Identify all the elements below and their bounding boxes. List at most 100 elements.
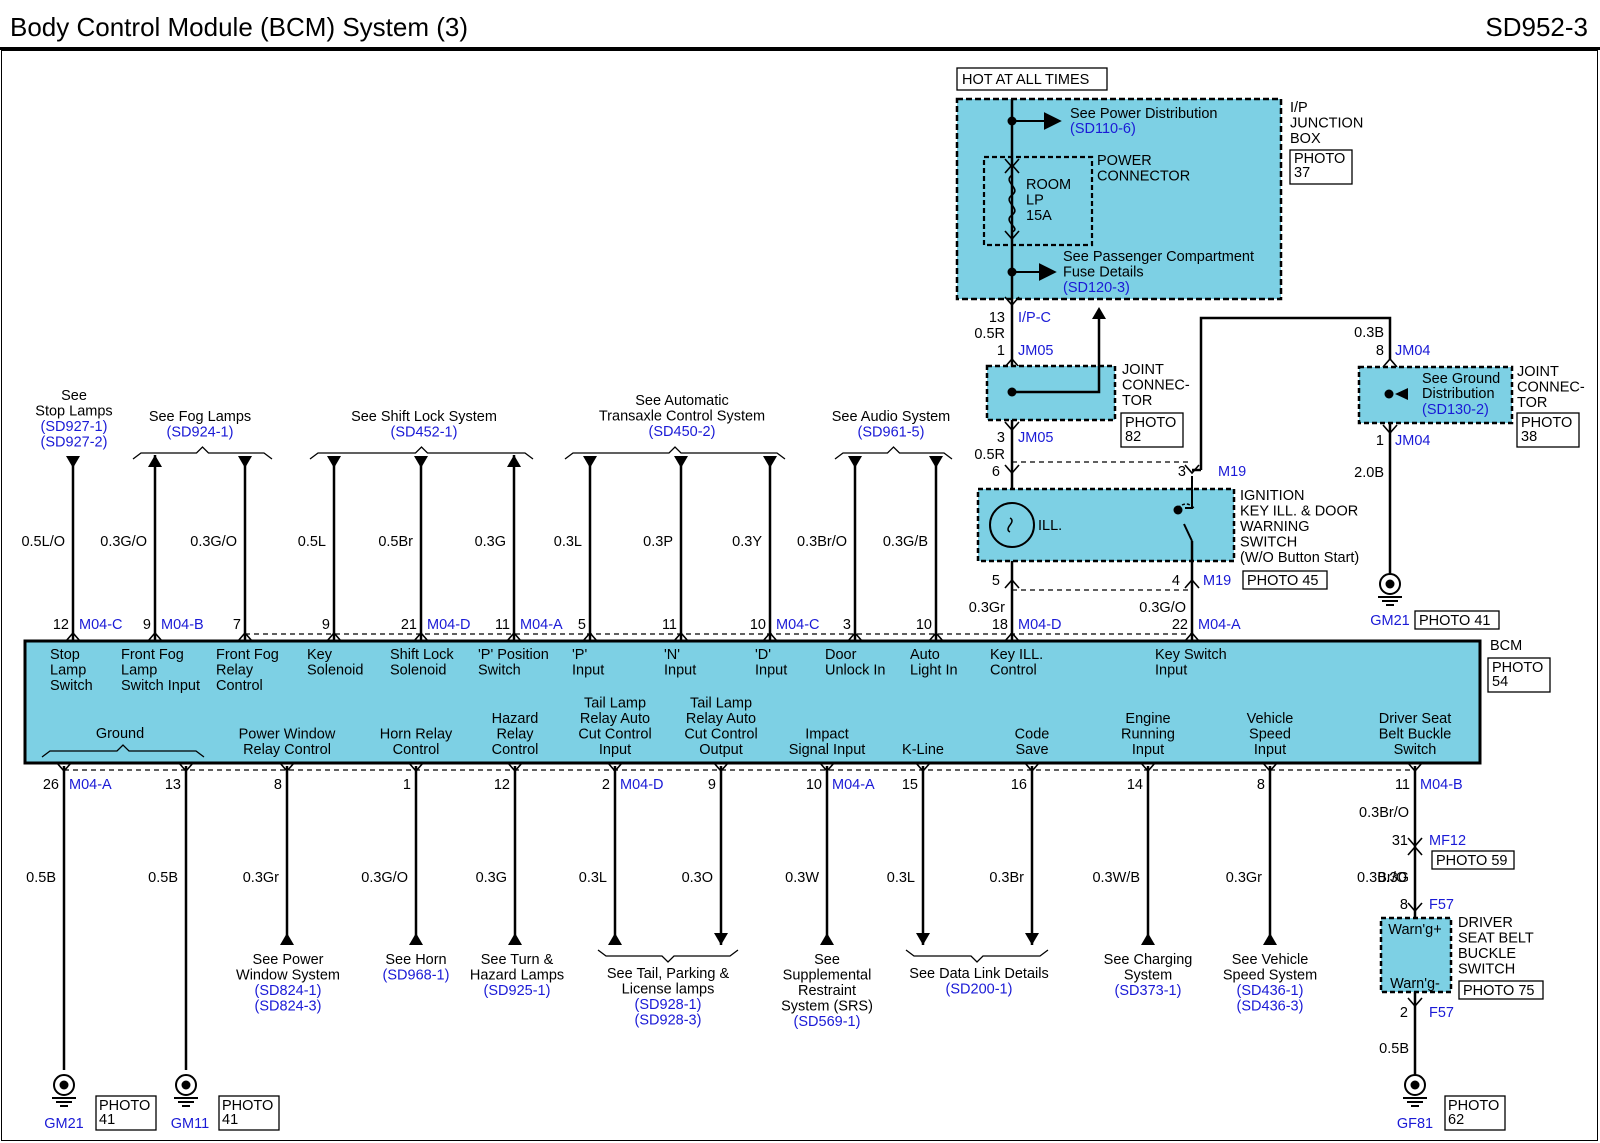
bottom-ref-code-turn: (SD925-1) <box>484 983 551 999</box>
ground-gf81-symbol-center <box>1410 1080 1420 1090</box>
top-ref-text-fog: See Fog Lamps <box>149 409 251 425</box>
ip-junction-box-label: BOX <box>1290 131 1321 147</box>
wire-03go: 0.3G/O <box>1139 600 1186 616</box>
seatbelt-f57-bot: F57 <box>1429 1005 1454 1021</box>
top-chev-6 <box>582 631 598 642</box>
top-wire-arrow-0 <box>66 456 80 468</box>
ign-photo-label: PHOTO 45 <box>1247 573 1318 589</box>
ignition-switch-label: KEY ILL. & DOOR <box>1240 504 1358 520</box>
pin-3-jm05: 3 <box>997 430 1005 446</box>
bottom-wire-color-1: 0.5B <box>148 870 178 886</box>
bottom-ref-text-srs: System (SRS) <box>781 999 873 1015</box>
key-ill-lamp-symbol <box>989 502 1035 548</box>
wire-20b: 2.0B <box>1354 465 1384 481</box>
top-chev-4 <box>413 631 429 642</box>
bcm-bottom-label-2: Relay Control <box>243 742 331 758</box>
bottom-ref-text-turn: Hazard Lamps <box>470 968 564 984</box>
bcm-top-label-8: Input <box>755 663 787 679</box>
bottom-wire-arrow-8 <box>916 933 930 945</box>
bottom-conn-7: M04-A <box>832 777 875 793</box>
bcm-top-label-9: Unlock In <box>825 663 885 679</box>
ground-gm21-symbol-center <box>59 1080 69 1090</box>
fuse-room-lp-label: 15A <box>1026 208 1052 224</box>
bottom-ref-text-turn: See Turn & <box>481 952 554 968</box>
jm05-branch-arrow <box>1092 307 1106 319</box>
fuse-room-lp-symbol <box>1008 174 1016 233</box>
bottom-ref-text-pw: Window System <box>236 968 340 984</box>
seatbelt-warn-minus: Warn'g- <box>1390 976 1440 992</box>
bcm-name: BCM <box>1490 638 1522 654</box>
ground-gm21-photo: PHOTO <box>99 1098 150 1114</box>
hot-at-all-times-label: HOT AT ALL TIMES <box>962 72 1089 88</box>
brace-fog <box>132 446 273 460</box>
bottom-conn-5: M04-D <box>620 777 664 793</box>
jm04-chev-top <box>1382 357 1398 368</box>
ip-junction-box-label: I/P <box>1290 100 1308 116</box>
bcm-bottom-label-6: Relay Auto <box>686 711 756 727</box>
bottom-ref-code-horn: (SD968-1) <box>383 968 450 984</box>
top-ref-code-auto: (SD450-2) <box>649 424 716 440</box>
ignition-switch-label: WARNING <box>1240 519 1310 535</box>
wire-05r-top: 0.5R <box>974 326 1005 342</box>
jm04-photo-label: PHOTO <box>1521 415 1572 431</box>
bcm-top-label-12: Input <box>1155 663 1187 679</box>
ground-gm11-photo: 41 <box>222 1112 238 1128</box>
bottom-wire-arrow-2 <box>280 933 294 945</box>
jbox-photo-label: 37 <box>1294 165 1310 181</box>
m19-chev-3 <box>1184 464 1200 475</box>
top-wire-arrow-1 <box>148 455 162 467</box>
bcm-bottom-label-6: Cut Control <box>684 727 757 743</box>
bottom-wire-color-3: 0.3G/O <box>361 870 408 886</box>
top-wire-arrow-6 <box>583 456 597 468</box>
top-ref-text-audio: See Audio System <box>832 409 951 425</box>
bottom-pin-1: 13 <box>165 777 181 793</box>
bottom-ref-text-srs: Restraint <box>798 983 856 999</box>
bcm-top-label-7: Input <box>664 663 696 679</box>
seatbelt-photo75-box <box>1458 980 1544 1000</box>
top-chev-10 <box>928 631 944 642</box>
bcm-bottom-label-10: Engine <box>1125 711 1170 727</box>
top-wire-color-8: 0.3Y <box>732 534 762 550</box>
top-chev-3 <box>326 631 342 642</box>
bcm-top-label-2: Control <box>216 678 263 694</box>
bcm-top-label-6: 'P' <box>572 647 587 663</box>
bottom-pin-2: 8 <box>274 777 282 793</box>
bcm-bottom-label-0: Ground <box>96 726 144 742</box>
fuse-chev-top2 <box>1004 163 1020 174</box>
ground-gf81-photo: PHOTO <box>1448 1098 1499 1114</box>
seatbelt-f57-top: F57 <box>1429 897 1454 913</box>
bottom-ref-code-chg: (SD373-1) <box>1115 983 1182 999</box>
bottom-wire-arrow-7 <box>820 933 834 945</box>
diagram-code: SD952-3 <box>1485 12 1588 42</box>
bottom-ref-text-vss: See Vehicle <box>1232 952 1309 968</box>
jm05-chev-bot <box>1004 421 1020 432</box>
pin-3-m19: 3 <box>1178 464 1186 480</box>
jm05-photo-label: PHOTO <box>1125 415 1176 431</box>
top-conn-4: M04-D <box>427 617 471 633</box>
bottom-ref-text-chg: System <box>1124 968 1172 984</box>
m19-chev-5 <box>1004 578 1020 589</box>
seatbelt-switch-box <box>1379 916 1453 994</box>
bcm-bottom-label-9: Code <box>1015 727 1050 743</box>
ground-gm11-label: GM11 <box>171 1116 209 1132</box>
pin-1-jm05: 1 <box>997 343 1005 359</box>
bcm-bottom-label-11: Speed <box>1249 727 1291 743</box>
seatbelt-wire-color-top: 0.3Br/O <box>1359 805 1409 821</box>
ignition-switch-label: SWITCH <box>1240 535 1297 551</box>
ign-switch-blade <box>1183 523 1193 542</box>
ign-switch-contact <box>1173 505 1183 515</box>
top-wire-arrow-5 <box>507 455 521 467</box>
ground-gm11-symbol-center <box>181 1080 191 1090</box>
top-wire-color-1: 0.3G/O <box>100 534 147 550</box>
jm05-label: TOR <box>1122 393 1152 409</box>
bottom-wire-arrow-4 <box>508 933 522 945</box>
seatbelt-photo59: PHOTO 59 <box>1436 853 1507 869</box>
bcm-top-label-8: 'D' <box>755 647 771 663</box>
brace-dl <box>905 949 1049 963</box>
bottom-pin-0: 26 <box>43 777 59 793</box>
seatbelt-pin8: 8 <box>1400 897 1408 913</box>
top-ref-code-fog: (SD924-1) <box>167 425 234 441</box>
top-wire-color-2: 0.3G/O <box>190 534 237 550</box>
jm04-ground-arrow <box>1395 388 1408 400</box>
seatbelt-f57b-chev <box>1407 997 1423 1008</box>
